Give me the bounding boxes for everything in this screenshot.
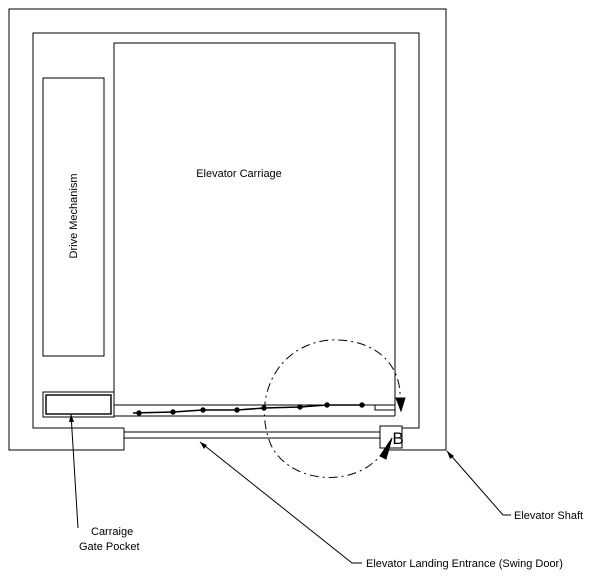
elevator-carriage-label: Elevator Carriage xyxy=(196,168,282,180)
shaft-outer-wall xyxy=(8,8,447,451)
leader-gate-pocket xyxy=(70,413,79,529)
gate-pocket-label-line1: Carraige xyxy=(91,526,133,538)
swing-arrow-top xyxy=(395,397,406,413)
elevator-carriage-box xyxy=(113,42,396,406)
gate-pocket xyxy=(42,391,115,418)
swing-arrow-bottom xyxy=(379,437,393,460)
door-hinge-box xyxy=(379,425,403,449)
landing-threshold xyxy=(124,431,388,439)
swing-marker-label: B xyxy=(392,429,403,448)
gate-panels xyxy=(132,402,365,416)
elevator-shaft-label: Elevator Shaft xyxy=(514,510,583,522)
drive-mechanism-box xyxy=(42,77,105,357)
gate-pocket-label-line2: Gate Pocket xyxy=(79,541,140,553)
door-swing-arc xyxy=(263,339,401,478)
leader-landing-entrance xyxy=(199,441,362,564)
landing-entrance-label: Elevator Landing Entrance (Swing Door) xyxy=(366,558,563,570)
leader-elevator-shaft xyxy=(446,450,511,516)
shaft-inner-wall xyxy=(32,32,420,429)
drive-mechanism-label: Drive Mechanism xyxy=(68,174,80,259)
